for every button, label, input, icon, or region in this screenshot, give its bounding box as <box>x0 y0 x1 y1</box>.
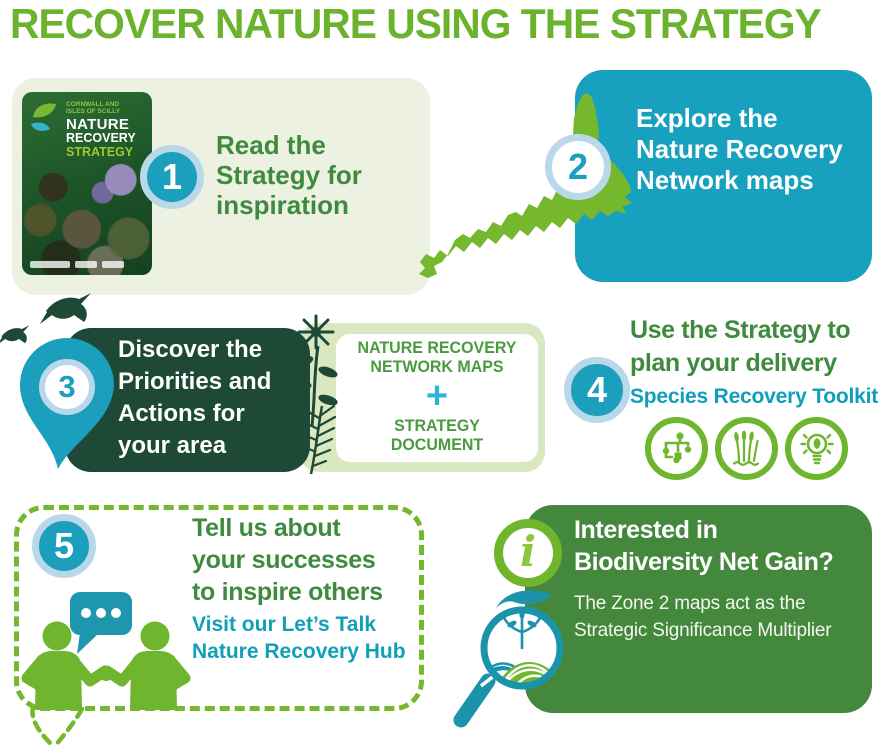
step2-number-badge: 2 <box>545 134 611 200</box>
cover-title-block: CORNWALL AND ISLES OF SCILLY NATURE RECO… <box>66 101 148 159</box>
resources-strategy-label: STRATEGY DOCUMENT <box>390 416 484 454</box>
leaf-logo-icon <box>31 103 56 131</box>
plus-icon: + <box>425 375 449 417</box>
foliage-icon <box>292 314 338 475</box>
bng-heading: Interested in Biodiversity Net Gain? <box>574 516 834 576</box>
species-recovery-toolkit-link[interactable]: Species Recovery Toolkit <box>630 385 879 408</box>
nature-recovery-hub-link[interactable]: Visit our Let’s Talk Nature Recovery Hub <box>192 613 406 663</box>
bng-body: The Zone 2 maps act as the Strategic Sig… <box>574 593 832 641</box>
swallows-icon <box>0 293 91 345</box>
step3-text: Discover the Priorities and Actions for … <box>118 336 272 459</box>
step5-number-badge: 5 <box>32 514 96 578</box>
cover-title-nature: NATURE <box>66 116 130 133</box>
cover-region-line2: ISLES OF SCILLY <box>66 108 120 115</box>
strategy-cover-image: CORNWALL AND ISLES OF SCILLY NATURE RECO… <box>22 92 152 275</box>
step2-text: Explore the Nature Recovery Network maps <box>636 103 843 195</box>
step1-text: Read the Strategy for inspiration <box>216 130 362 220</box>
cover-title-recovery: RECOVERY <box>66 131 136 145</box>
resources-maps-label: NATURE RECOVERY NETWORK MAPS <box>357 338 517 376</box>
page-title: RECOVER NATURE USING THE STRATEGY <box>10 0 822 47</box>
people-handshake-icon <box>21 592 191 710</box>
toolkit-icons <box>645 417 848 480</box>
bng-card <box>525 505 872 713</box>
step4-number-badge: 4 <box>564 357 630 423</box>
cornwall-map <box>419 93 632 278</box>
magnifier-landscape-icon <box>453 590 564 728</box>
step2-card <box>575 70 872 282</box>
step3-number-badge: 3 <box>39 359 95 415</box>
resources-text: NATURE RECOVERY NETWORK MAPS + STRATEGY … <box>336 338 538 454</box>
step1-number-badge: 1 <box>140 145 204 209</box>
lightbulb-leaf-icon <box>785 417 848 480</box>
reeds-icon <box>715 417 778 480</box>
flowchart-icon <box>645 417 708 480</box>
resources-panel <box>336 334 538 462</box>
cover-region-line1: CORNWALL AND <box>66 101 120 108</box>
step5-heading: Tell us about your successes to inspire … <box>192 514 383 606</box>
info-icon: i <box>494 519 562 587</box>
cover-title-strategy: STRATEGY <box>66 145 134 159</box>
cover-partner-logos <box>30 261 124 268</box>
step4-heading: Use the Strategy to plan your delivery <box>630 316 851 377</box>
speech-tail-dashed <box>30 707 85 749</box>
